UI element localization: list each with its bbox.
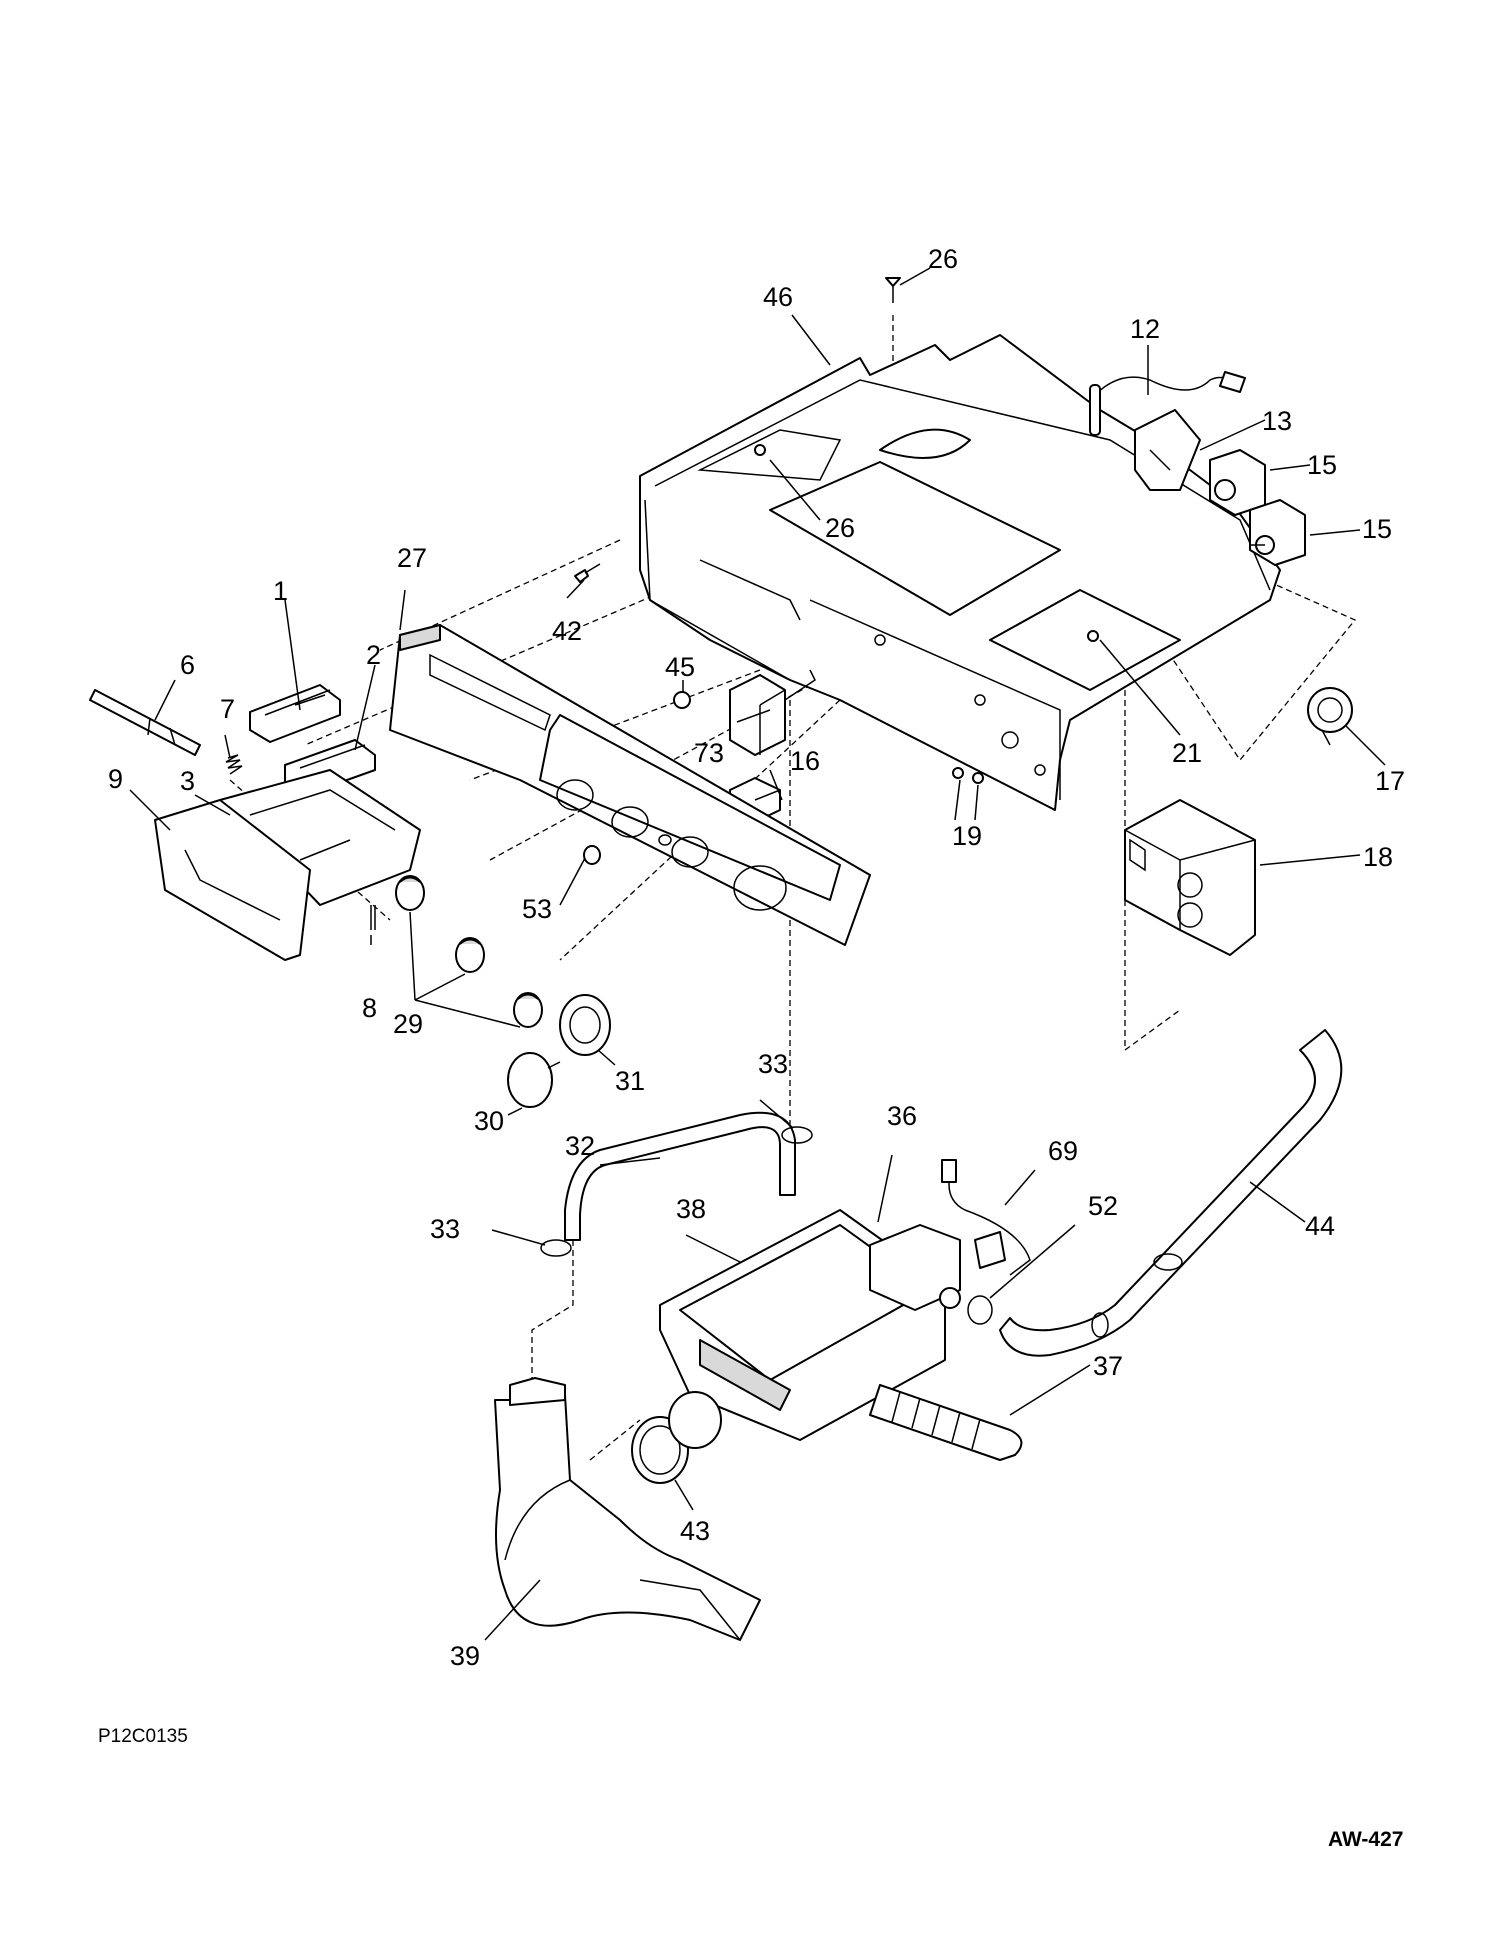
callout-46: 46 [763,282,793,312]
callout-2: 2 [366,640,381,670]
knob-30 [507,1052,561,1108]
callout-27: 27 [397,543,427,573]
leader-lines [129,267,1386,1641]
callout-9: 9 [108,764,123,794]
callout-33-bottom: 33 [430,1214,460,1244]
elbow-duct-39 [494,1377,761,1641]
callout-26-inner: 26 [825,513,855,543]
callout-7: 7 [220,694,235,724]
callout-29: 29 [393,1009,423,1039]
screw-26-top [885,277,901,303]
callout-53: 53 [522,894,552,924]
callout-36: 36 [887,1101,917,1131]
pressure-switch-17 [1307,687,1353,746]
drain-hose-44 [999,1029,1343,1357]
cap-1 [249,684,341,743]
control-box-18 [1124,799,1256,956]
callout-8: 8 [362,993,377,1023]
lever-6 [89,689,201,756]
callout-21: 21 [1172,738,1202,768]
wire-harness-69 [941,1159,1031,1276]
callout-39: 39 [450,1641,480,1671]
switch-15-b [1249,499,1306,566]
switch-13 [1134,409,1201,491]
callout-26-top: 26 [928,244,958,274]
spring-7 [225,754,243,775]
switch-15-a [1209,449,1266,516]
grommet-45 [673,691,691,709]
callout-16: 16 [790,746,820,776]
control-panel-27 [389,624,871,946]
callout-52: 52 [1088,1191,1118,1221]
callout-38: 38 [676,1194,706,1224]
callout-33-top: 33 [758,1049,788,1079]
callout-13: 13 [1262,406,1292,436]
screw-42 [574,563,601,583]
callout-31: 31 [615,1066,645,1096]
screw-21 [1087,630,1099,642]
callout-73: 73 [694,738,724,768]
knob-29-b [455,937,485,973]
clamp-52 [967,1295,993,1325]
callout-37: 37 [1093,1351,1123,1381]
callout-18: 18 [1363,842,1393,872]
callout-44: 44 [1305,1211,1335,1241]
fill-valve-36 [869,1224,961,1311]
page-identifier: AW-427 [1328,1828,1404,1851]
knob-29-c [513,992,543,1028]
callout-45: 45 [665,652,695,682]
callout-32: 32 [565,1131,595,1161]
callout-3: 3 [180,766,195,796]
sensor-12 [1089,371,1246,436]
screw-26-inner [754,444,766,456]
drawer-front-9 [154,799,311,961]
pin-8 [370,905,376,930]
light-pipe-53 [583,845,601,865]
callout-69: 69 [1048,1136,1078,1166]
callout-12: 12 [1130,314,1160,344]
callout-30: 30 [474,1106,504,1136]
tub-outlet [668,1391,722,1449]
main-frame-46 [639,334,1281,811]
diagram-reference-code: P12C0135 [98,1726,188,1747]
callout-17: 17 [1375,766,1405,796]
callout-6: 6 [180,650,195,680]
callout-43: 43 [680,1516,710,1546]
screws-19 [952,767,984,784]
callout-15-a: 15 [1307,450,1337,480]
callout-19: 19 [952,821,982,851]
callout-labels: 26 46 12 13 15 15 26 21 17 18 19 16 73 4… [108,244,1405,1671]
bellows-hose-37 [869,1384,1023,1461]
bezel-31 [559,994,611,1056]
callout-1: 1 [273,576,288,606]
callout-42: 42 [552,616,582,646]
callout-15-b: 15 [1362,514,1392,544]
hose-32 [564,1111,796,1241]
clamp-33-bottom [540,1239,572,1257]
knob-29-a [395,875,425,911]
clamp-33-top [781,1126,813,1144]
